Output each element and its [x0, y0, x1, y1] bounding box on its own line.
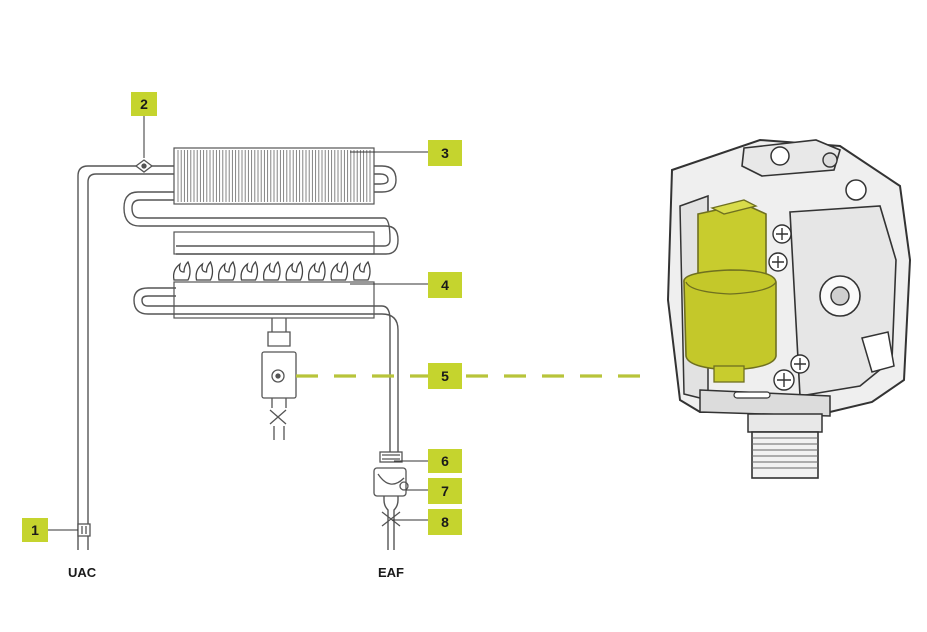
inlet-label-uac: UAC — [68, 565, 97, 580]
callout-tag-1: 1 — [22, 518, 48, 542]
left-pipe-sensor — [77, 523, 91, 537]
heat-exchanger — [173, 147, 375, 205]
inlet-fittings — [373, 451, 409, 527]
screw-icon — [768, 224, 810, 391]
callout-tag-4: 4 — [428, 272, 462, 298]
gas-valve-illustration — [666, 138, 912, 479]
callout-tag-2: 2 — [131, 92, 157, 116]
top-pipe-sensor — [134, 159, 154, 173]
sensor-icon — [271, 369, 285, 383]
callout-tag-7: 7 — [428, 478, 462, 504]
callout-number: 8 — [441, 514, 449, 530]
flame-icon — [240, 260, 259, 281]
flame-icon — [262, 260, 281, 281]
leader-lines — [48, 114, 428, 531]
gas-valve-assembly — [261, 318, 297, 440]
flame-icon — [172, 260, 191, 281]
callout-number: 5 — [441, 368, 449, 384]
burner-flames — [172, 260, 371, 281]
solenoid-highlight — [683, 199, 777, 383]
flame-icon — [285, 260, 304, 281]
flame-icon — [307, 260, 326, 281]
callout-number: 2 — [140, 96, 148, 112]
callout-number: 4 — [441, 277, 449, 293]
callout-tag-5: 5 — [428, 363, 462, 389]
callout-tag-3: 3 — [428, 140, 462, 166]
valve-icon — [381, 511, 401, 527]
flame-icon — [330, 260, 349, 281]
callout-number: 3 — [441, 145, 449, 161]
callout-tags: 1 2 3 4 5 6 7 8 — [22, 92, 462, 542]
callout-tag-6: 6 — [428, 449, 462, 473]
combustion-chamber — [173, 231, 375, 319]
callout-number: 6 — [441, 453, 449, 469]
flame-icon — [195, 260, 214, 281]
callout-number: 1 — [31, 522, 39, 538]
callout-number: 7 — [441, 483, 449, 499]
valve-icon — [269, 409, 287, 425]
flame-icon — [217, 260, 236, 281]
inlet-label-eaf: EAF — [378, 565, 404, 580]
callout-tag-8: 8 — [428, 509, 462, 535]
hydraulic-piping — [77, 165, 399, 550]
flame-icon — [352, 260, 371, 281]
